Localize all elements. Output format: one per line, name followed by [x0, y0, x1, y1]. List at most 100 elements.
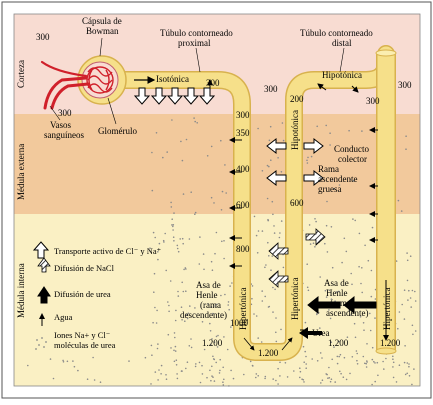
ion-dot — [223, 336, 225, 338]
ion-dot — [181, 237, 184, 240]
ion-dot — [371, 383, 373, 386]
ion-dot — [353, 322, 356, 325]
ion-dot — [210, 145, 213, 148]
ion-dot — [219, 369, 221, 372]
nacl-diffusion-arrows — [37, 228, 326, 288]
ion-dot — [209, 322, 211, 325]
ion-dot — [329, 132, 331, 134]
ion-dot — [249, 360, 252, 363]
ion-dot — [255, 373, 258, 375]
ion-dot — [324, 289, 327, 292]
ion-dot — [361, 130, 363, 132]
ion-dot — [354, 336, 357, 339]
ion-dot — [253, 215, 256, 218]
ion-dot — [328, 289, 331, 292]
ion-dot — [201, 364, 203, 367]
hipertonica-v3: Hipertónica — [382, 288, 392, 330]
vasos-label-2: sanguíneos — [44, 130, 84, 140]
ion-dot — [253, 313, 255, 315]
ion-dot — [150, 344, 153, 347]
limb-labels: Hipotónica Hipertónica Hipertónica Hiper… — [238, 110, 392, 330]
ion-dot — [196, 122, 198, 124]
ion-dot — [392, 361, 395, 364]
ion-dot — [304, 321, 307, 324]
ion-dot — [173, 332, 176, 334]
ion-dot — [307, 156, 309, 159]
ion-dot — [308, 224, 311, 226]
ion-dot — [360, 282, 362, 285]
ion-dot — [194, 120, 196, 123]
ion-dot — [150, 383, 152, 385]
ion-dot — [261, 170, 264, 172]
ion-dot — [385, 357, 387, 360]
ion-dot — [299, 367, 301, 370]
ion-dot — [215, 231, 218, 234]
ion-dot — [151, 151, 153, 154]
ion-dot — [361, 291, 364, 294]
ion-dot — [414, 330, 417, 332]
ion-dot — [257, 127, 259, 130]
ion-dot — [305, 367, 308, 370]
ion-dot — [376, 361, 379, 364]
ion-dot — [274, 288, 276, 291]
ion-dot — [183, 268, 185, 271]
ion-dot — [333, 188, 335, 190]
ion-dot — [251, 285, 254, 287]
hipotonica-top-label: Hipotónica — [322, 70, 362, 80]
ion-dot — [225, 192, 227, 194]
ion-dot — [171, 119, 173, 121]
ion-dot — [339, 370, 341, 373]
ion-dot — [280, 220, 283, 222]
ion-dot — [328, 377, 331, 379]
ion-dot — [163, 241, 165, 243]
ion-dot — [327, 377, 329, 380]
ion-dot — [272, 378, 275, 380]
ion-dot — [181, 159, 184, 162]
ion-dot — [371, 358, 374, 361]
ion-dot — [167, 333, 170, 336]
ion-dot — [210, 379, 212, 382]
ion-dot — [326, 251, 329, 253]
osm-1200-b: 1.200 — [258, 348, 279, 358]
ion-dot — [340, 372, 342, 375]
ion-dot — [165, 374, 167, 376]
ion-dot — [182, 290, 185, 293]
osm-400: 400 — [236, 164, 250, 174]
ion-dot — [261, 290, 264, 292]
ion-dot — [212, 355, 214, 358]
ion-dot — [220, 209, 223, 211]
ion-dot — [216, 346, 219, 348]
ion-dot — [212, 312, 214, 315]
active-transport-arrows — [32, 87, 324, 259]
osm-300-g: 300 — [398, 80, 412, 90]
ion-dot — [211, 269, 214, 272]
ion-dot — [181, 281, 183, 284]
ion-dot — [358, 232, 361, 235]
ion-dot — [209, 330, 212, 332]
ion-dot — [355, 350, 358, 352]
ion-dot — [158, 242, 161, 245]
legend-iones-1: Iones Na+ y Cl⁻ — [54, 330, 110, 340]
ion-dot — [392, 366, 394, 368]
ion-dot — [267, 306, 270, 308]
osm-800: 800 — [236, 244, 250, 254]
ion-dot — [306, 286, 309, 289]
ion-dot — [255, 315, 258, 317]
ion-dot — [165, 269, 167, 272]
ion-dot — [331, 266, 334, 269]
ion-dot — [156, 347, 159, 350]
osm-600-b: 600 — [290, 198, 304, 208]
ion-dot — [198, 263, 201, 265]
ion-dot — [174, 336, 176, 339]
ion-dot — [392, 355, 394, 358]
ion-dot — [336, 362, 339, 365]
ion-dot — [325, 224, 328, 227]
ion-dot — [170, 347, 172, 349]
ion-dot — [328, 366, 330, 369]
osm-1200-c: 1.200 — [328, 338, 349, 348]
ion-dot — [408, 375, 411, 377]
ion-dot — [223, 378, 225, 381]
ion-dot — [230, 326, 232, 328]
ion-dot — [341, 261, 343, 264]
